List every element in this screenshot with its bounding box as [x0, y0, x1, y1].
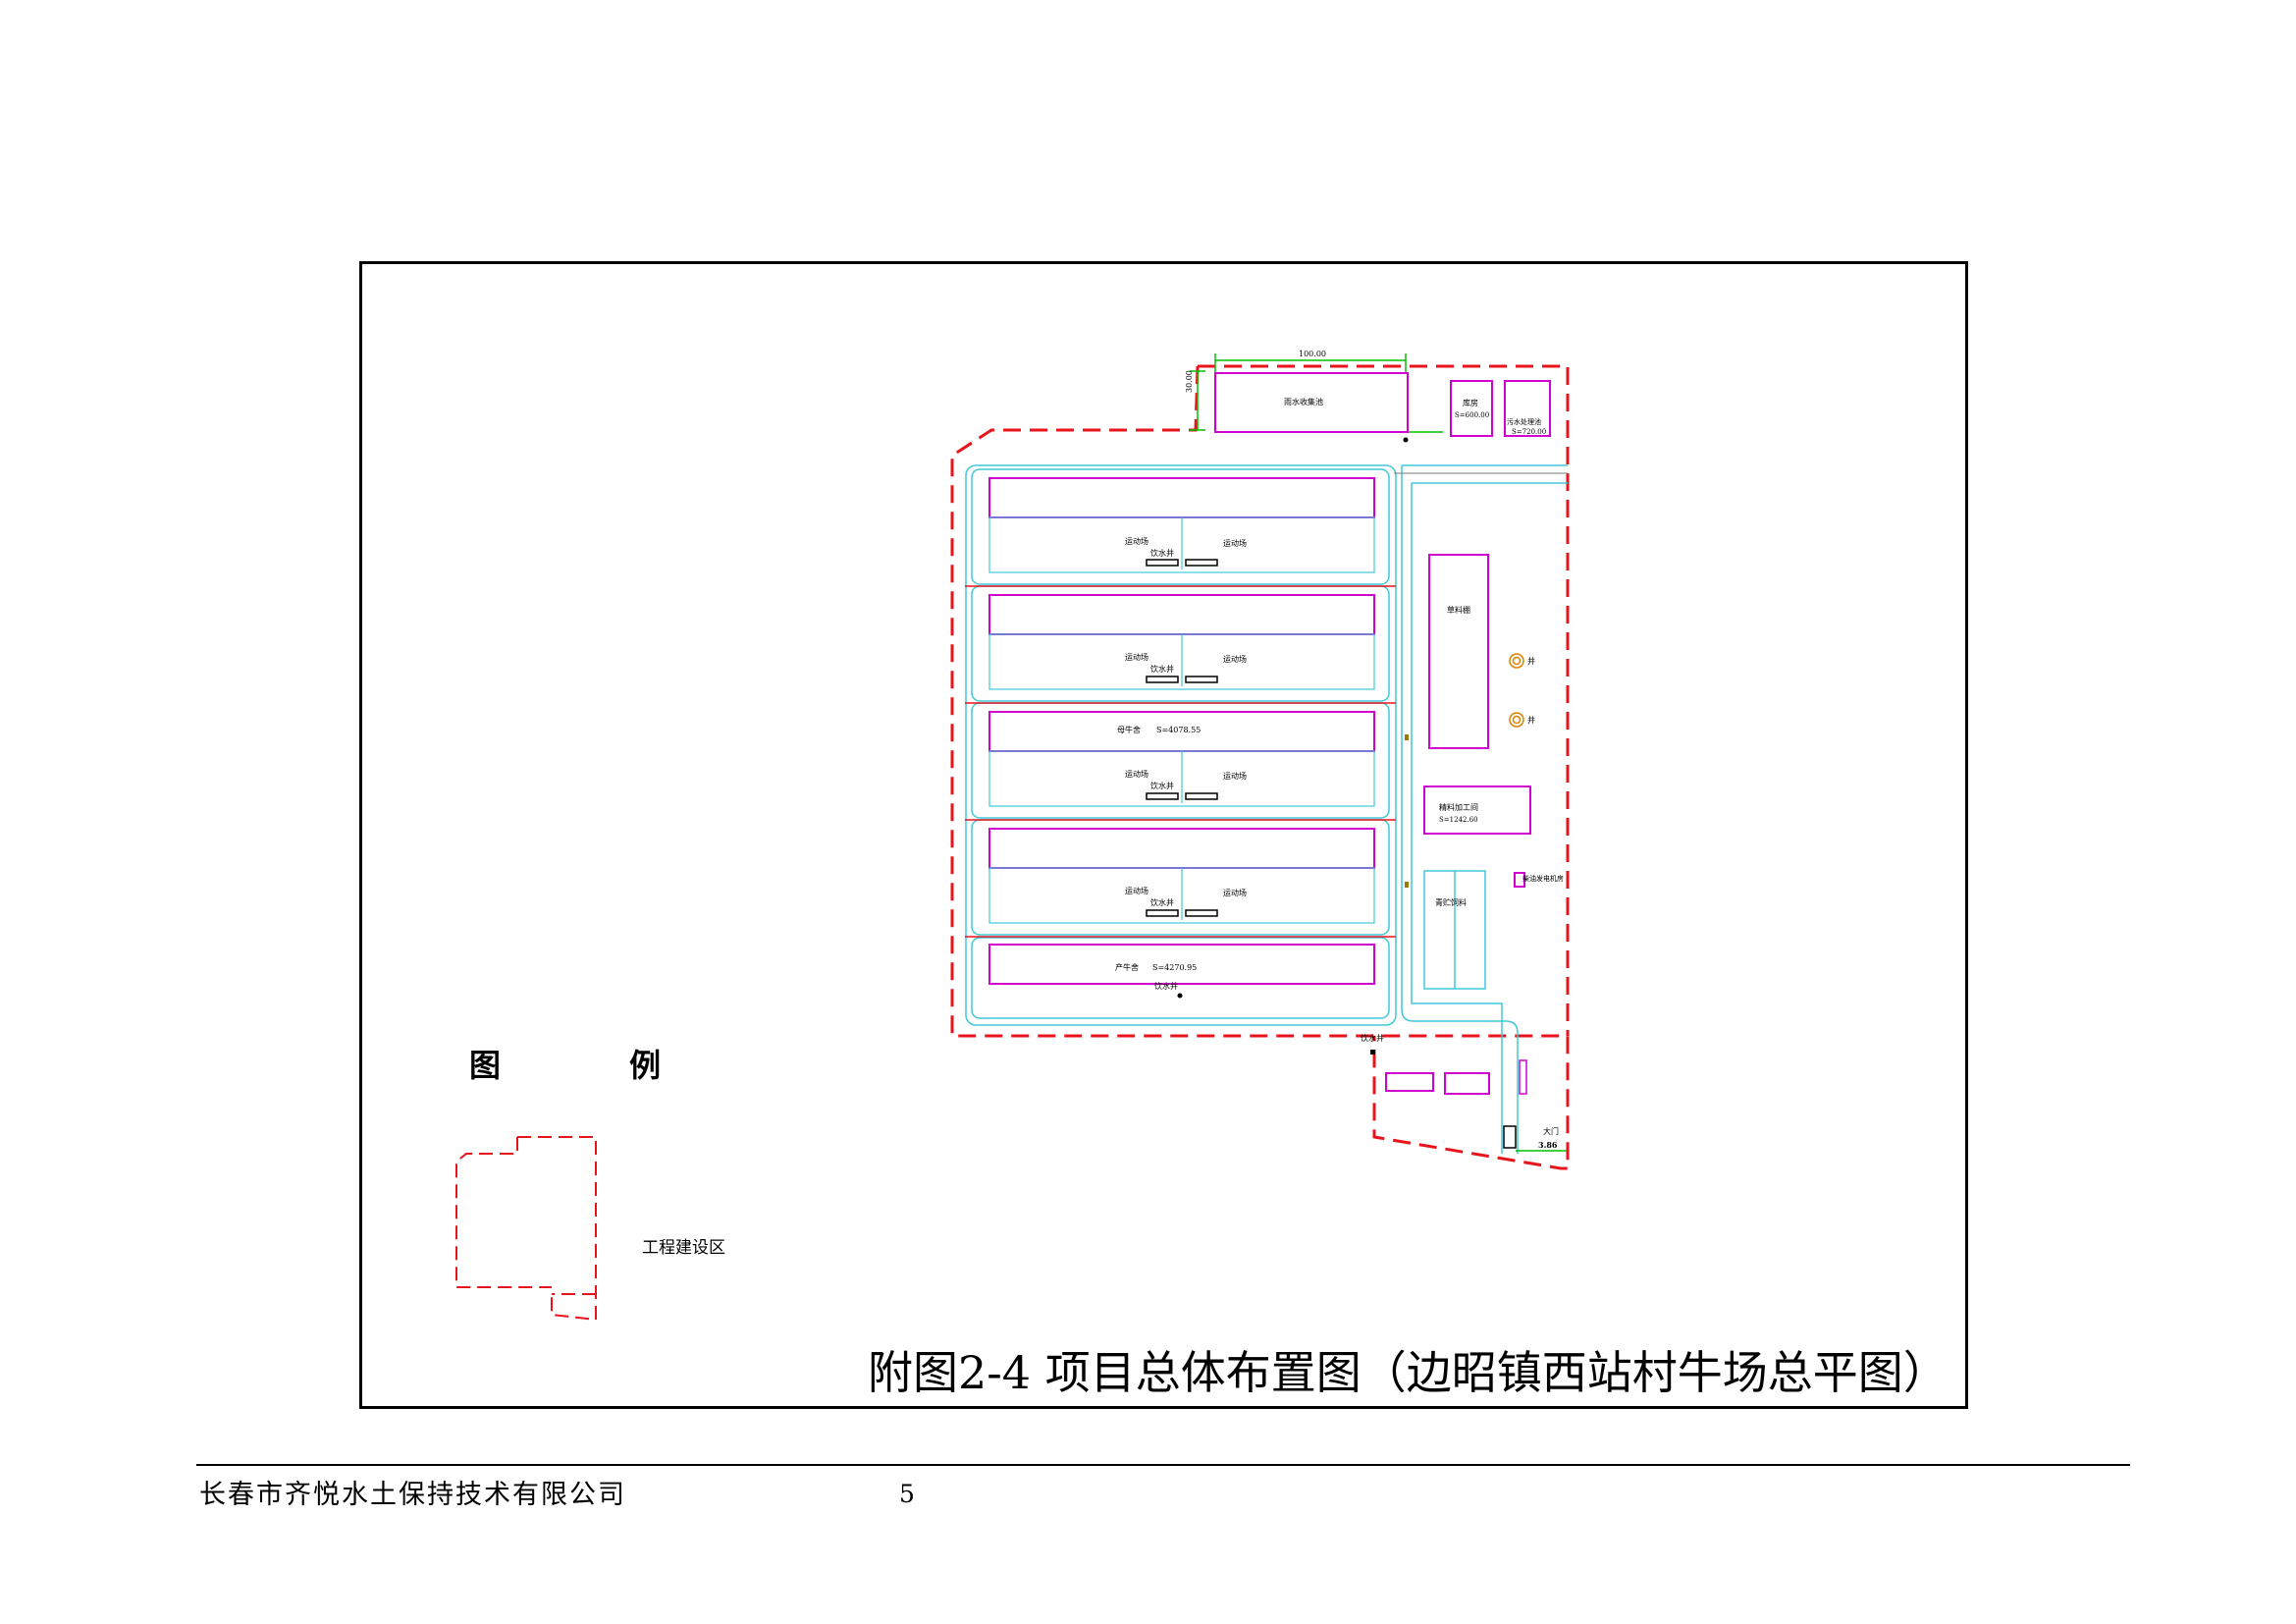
- page-number: 5: [899, 1480, 915, 1508]
- annex-building-2: [1444, 1072, 1490, 1095]
- water-well-label-4: 饮水井: [1150, 897, 1174, 907]
- gatehouse: [1519, 1059, 1527, 1095]
- well-label-1: 井: [1527, 656, 1535, 666]
- generator-room: [1514, 872, 1525, 888]
- water-well-label-3: 饮水井: [1150, 781, 1174, 790]
- hay-shed: [1428, 554, 1489, 749]
- dimension-height: 30.00: [1185, 370, 1194, 393]
- exercise-yard-label-3a: 运动场: [1125, 769, 1148, 779]
- annex-building-1: [1385, 1072, 1434, 1092]
- barn-rows: [965, 468, 1396, 1019]
- silage-label: 青贮饲料: [1435, 897, 1467, 907]
- cow-barn-label: 母牛舍: [1117, 725, 1141, 734]
- well-label-2: 井: [1527, 715, 1535, 725]
- footer-rule: [196, 1464, 2130, 1466]
- feed-processing-area: S=1242.60: [1439, 816, 1478, 824]
- silage-area: [1423, 870, 1486, 990]
- road-network: [965, 464, 1568, 1154]
- warehouse-area: S=600.00: [1455, 411, 1489, 419]
- pool-outlet: [1403, 437, 1409, 443]
- water-well-label-1: 饮水井: [1150, 548, 1174, 558]
- figure-title: 附图2-4 项目总体布置图（边昭镇西站村牛场总平图）: [868, 1346, 1949, 1399]
- rain-collection-pool: [1214, 372, 1409, 433]
- gate-width: 3.86: [1538, 1140, 1558, 1150]
- water-well-label-5: 饮水井: [1154, 981, 1178, 991]
- sewage-label: 污水处理池: [1507, 417, 1541, 426]
- calving-barn-area: S=4270.95: [1152, 963, 1197, 972]
- cow-barn-area: S=4078.55: [1156, 726, 1201, 734]
- feed-processing-label: 精料加工间: [1439, 802, 1478, 812]
- warehouse-label: 库房: [1463, 398, 1478, 407]
- exercise-yard-label-1a: 运动场: [1125, 536, 1148, 546]
- exercise-yard-label-2a: 运动场: [1125, 652, 1148, 662]
- dimension-width: 100.00: [1299, 350, 1326, 358]
- legend-construction-area-symbol: [455, 1136, 597, 1322]
- exercise-yard-label-1b: 运动场: [1223, 538, 1247, 548]
- water-well-point-5: [1177, 993, 1183, 999]
- calving-barn-label: 产牛舍: [1115, 962, 1139, 972]
- legend-construction-area-label: 工程建设区: [642, 1238, 725, 1258]
- small-markers: [1405, 734, 1409, 888]
- hay-shed-label: 草料棚: [1447, 605, 1470, 615]
- dimension-lines: [1190, 353, 1443, 433]
- warehouse: [1450, 380, 1493, 437]
- exercise-yard-label-2b: 运动场: [1223, 654, 1247, 664]
- sewage-treatment-pool: [1504, 380, 1551, 437]
- feed-processing-room: [1423, 785, 1531, 835]
- well-symbols: [1509, 653, 1524, 728]
- water-well-point-6: [1370, 1050, 1375, 1055]
- exercise-yard-label-4a: 运动场: [1125, 886, 1148, 895]
- water-well-label-2: 饮水井: [1150, 664, 1174, 674]
- gate-label: 大门: [1543, 1126, 1559, 1136]
- drawing-frame: [359, 261, 1968, 1409]
- legend-title: 图 例: [469, 1047, 721, 1084]
- gate-post: [1503, 1125, 1517, 1149]
- generator-label: 柴油发电机房: [1522, 874, 1564, 883]
- sewage-area: S=720.00: [1512, 428, 1546, 436]
- exercise-yard-label-4b: 运动场: [1223, 888, 1247, 897]
- rain-pool-label: 雨水收集池: [1284, 397, 1323, 406]
- footer-company: 长春市齐悦水土保持技术有限公司: [199, 1480, 626, 1510]
- water-well-label-6: 饮水井: [1361, 1033, 1384, 1043]
- project-boundary: [950, 364, 1570, 1170]
- exercise-yard-label-3b: 运动场: [1223, 771, 1247, 781]
